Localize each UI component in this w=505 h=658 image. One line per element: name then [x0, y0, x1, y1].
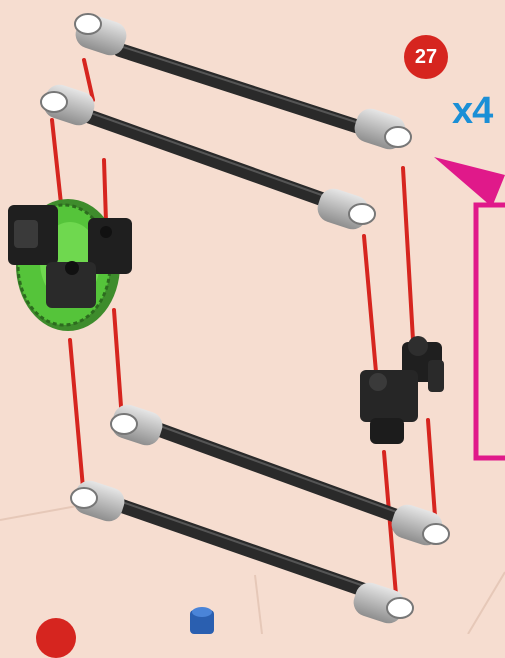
blue-peg-icon: [190, 607, 214, 634]
assembly-diagram: [0, 0, 505, 634]
quantity-label: x4: [452, 92, 492, 130]
next-step-badge: [36, 618, 76, 658]
step-number: 27: [415, 46, 437, 69]
step-number-badge: 27: [404, 35, 448, 79]
assembly-instruction-page: 27 x4: [0, 0, 505, 634]
callout-frame: [434, 157, 505, 458]
